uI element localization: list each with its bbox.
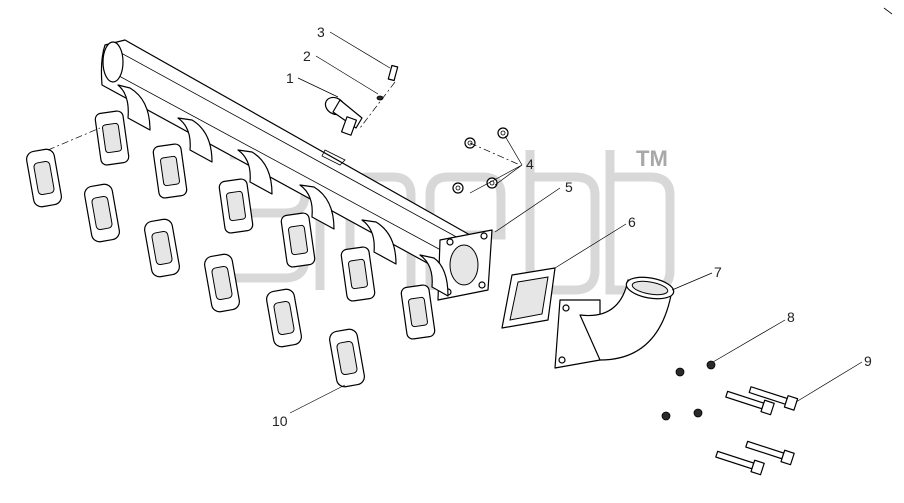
- port-gaskets: [26, 127, 365, 388]
- port-4: [280, 184, 335, 268]
- callout-7: 7: [714, 264, 722, 280]
- gasket: [266, 288, 302, 348]
- flange-gasket: [501, 267, 556, 329]
- lock-washers: [661, 360, 716, 421]
- trademark-mark: TM: [636, 146, 668, 171]
- callout-1: 1: [286, 70, 294, 86]
- port-3: [218, 149, 273, 234]
- gasket: [204, 253, 240, 313]
- temperature-sensor: [324, 96, 363, 136]
- callout-labels: 1 2 3 4 5 6 7 8 9 10: [272, 24, 872, 429]
- bolts: [715, 386, 799, 476]
- port-6: [400, 254, 449, 340]
- callout-9: 9: [864, 353, 872, 369]
- callout-4: 4: [526, 156, 534, 172]
- leader-lines: [289, 31, 863, 414]
- callout-3: 3: [317, 24, 325, 40]
- callout-2: 2: [303, 48, 311, 64]
- exhaust-elbow: [554, 276, 675, 369]
- gasket: [329, 328, 365, 388]
- screw: [387, 64, 399, 82]
- callout-10: 10: [272, 413, 288, 429]
- gasket: [144, 218, 180, 278]
- callout-8: 8: [787, 309, 795, 325]
- manifold-ports: [94, 84, 449, 340]
- callout-6: 6: [628, 214, 636, 230]
- flange-nuts: [452, 127, 521, 194]
- callout-5: 5: [565, 179, 573, 195]
- corner-mark: [883, 7, 893, 15]
- exhaust-manifold: [100, 39, 493, 301]
- gasket: [26, 148, 62, 208]
- port-1: [94, 84, 151, 166]
- port-5: [340, 219, 397, 302]
- gasket: [84, 183, 120, 243]
- port-2: [152, 117, 213, 199]
